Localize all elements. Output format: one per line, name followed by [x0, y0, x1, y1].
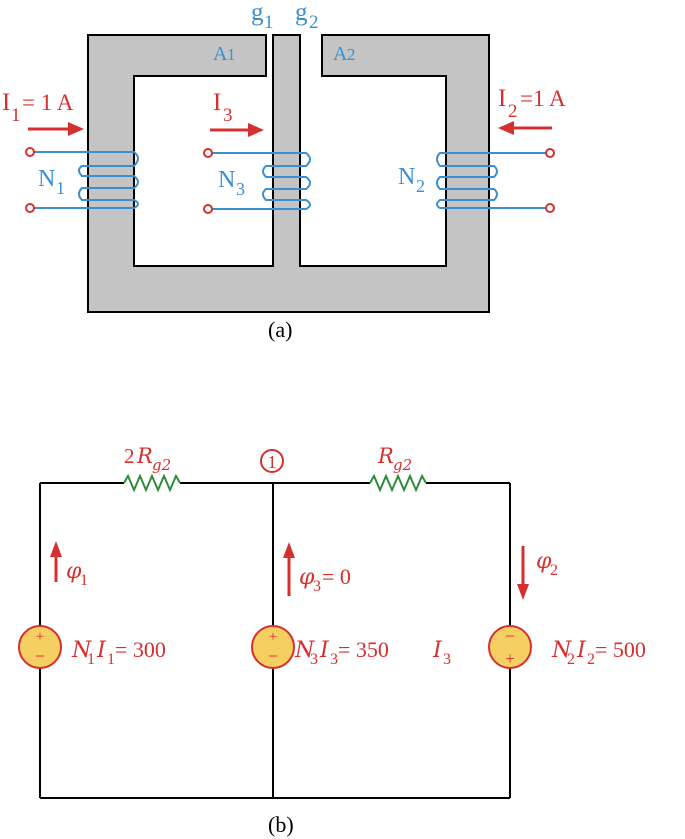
flux-phi2-sym: φ — [536, 549, 552, 574]
area-a2-letter: A — [333, 43, 348, 65]
s1-N-sub: 1 — [87, 651, 95, 668]
s3-I-sub: 3 — [330, 651, 338, 668]
resistor-left-coef: 2 — [124, 444, 135, 468]
s1-value: = 300 — [115, 637, 166, 662]
area-a1-sub: 1 — [227, 45, 236, 64]
flux-phi2: φ 2 — [517, 546, 558, 600]
gap-g1-sub: 1 — [264, 12, 274, 33]
caption-a: (a) — [268, 317, 292, 342]
current-i2-letter: I — [498, 85, 506, 112]
winding-n2 — [436, 148, 555, 213]
source-3-label: N 3 I 3 = 350 I 3 — [294, 637, 451, 668]
source-2-label: N 2 I 2 = 500 — [551, 637, 646, 668]
s3-N-sub: 3 — [310, 651, 318, 668]
s3-I2: I — [432, 638, 443, 663]
s2-N-sub: 2 — [567, 651, 575, 668]
source-3-bottom: − — [268, 646, 278, 666]
source-1-top: + — [36, 629, 44, 645]
current-i2-sub: 2 — [508, 101, 518, 122]
current-i1-value: = 1 A — [22, 90, 74, 115]
s1-I-sub: 1 — [107, 651, 115, 668]
s2-I: I — [576, 638, 587, 663]
s3-N: N — [294, 638, 315, 663]
gap-labels: g 1 g 2 — [251, 0, 319, 33]
gap-g1-letter: g — [251, 0, 264, 26]
gap-g2-sub: 2 — [309, 12, 319, 33]
flux-phi1: φ 1 — [50, 541, 88, 589]
source-2-top: − — [505, 626, 515, 646]
node-1: 1 — [260, 449, 284, 473]
winding-n2-letter: N — [398, 164, 415, 190]
s1-I: I — [96, 638, 107, 663]
winding-n3 — [203, 148, 311, 214]
area-labels: A 1 A 2 — [213, 43, 356, 65]
flux-phi1-sym: φ — [66, 559, 82, 584]
s2-I-sub: 2 — [587, 651, 595, 668]
winding-n1 — [25, 147, 139, 213]
current-i3-sub: 3 — [223, 105, 233, 126]
current-i1-sub: 1 — [11, 105, 21, 126]
source-3-top: + — [269, 629, 277, 645]
resistor-right-label: R g2 — [377, 444, 412, 474]
flux-phi3: φ 3 = 0 — [283, 542, 351, 596]
source-2: − + — [488, 625, 532, 669]
winding-n1-sub: 1 — [56, 178, 65, 198]
resistor-right — [369, 473, 427, 493]
current-i3: I 3 — [210, 89, 264, 137]
resistor-left-R: R — [136, 444, 153, 468]
s3-I2-sub: 3 — [443, 651, 451, 668]
current-i3-letter: I — [213, 89, 221, 116]
winding-n2-sub: 2 — [416, 176, 425, 196]
resistor-right-R: R — [377, 444, 394, 468]
s1-N: N — [71, 638, 92, 663]
magnetic-core — [87, 34, 490, 313]
flux-phi3-sym: φ — [299, 565, 315, 590]
circuit-wires — [39, 482, 511, 799]
resistor-left-sub: g2 — [152, 456, 171, 474]
winding-n3-sub: 3 — [236, 179, 245, 199]
node-1-label: 1 — [268, 452, 277, 472]
flux-phi3-rest: = 0 — [322, 564, 351, 589]
current-i2: I 2 =1 A — [498, 85, 566, 135]
winding-n3-letter: N — [218, 167, 235, 193]
area-a1-letter: A — [213, 43, 228, 65]
source-2-bottom: + — [505, 649, 515, 668]
resistor-left-label: 2 R g2 — [124, 444, 171, 474]
caption-b: (b) — [268, 812, 294, 837]
s3-I: I — [319, 638, 330, 663]
winding-n1-letter: N — [38, 166, 55, 192]
current-i2-value: =1 A — [520, 86, 566, 111]
flux-phi3-sub: 3 — [313, 578, 321, 595]
current-i1-letter: I — [2, 89, 10, 116]
s2-value: = 500 — [595, 637, 646, 662]
s2-N: N — [551, 638, 572, 663]
source-1: + − — [18, 625, 62, 669]
source-3: + − — [251, 625, 295, 669]
core-left-section — [87, 34, 490, 313]
gap-g2-letter: g — [295, 0, 308, 26]
resistor-right-sub: g2 — [393, 456, 412, 474]
s3-value: = 350 — [338, 637, 389, 662]
flux-phi1-sub: 1 — [80, 572, 88, 589]
source-1-label: N 1 I 1 = 300 — [71, 637, 166, 668]
area-a2-sub: 2 — [347, 45, 356, 64]
source-1-bottom: − — [35, 646, 45, 666]
resistor-left — [123, 473, 181, 493]
current-i1: I 1 = 1 A — [2, 89, 84, 136]
flux-phi2-sub: 2 — [550, 562, 558, 579]
